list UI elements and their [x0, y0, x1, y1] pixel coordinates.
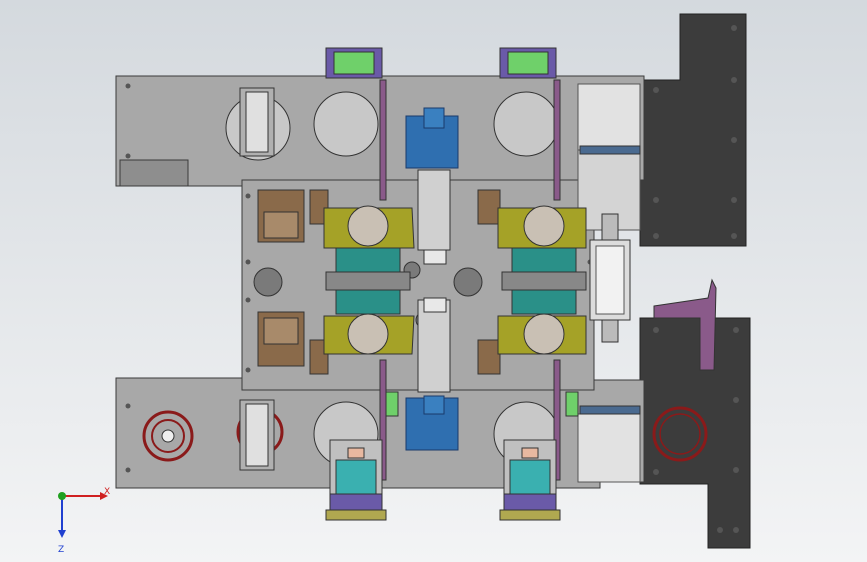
bracket-top — [639, 13, 747, 247]
coordinate-triad: X Z — [58, 487, 110, 555]
top-left-flange — [119, 159, 189, 187]
purple-rails — [379, 79, 561, 481]
hole-center-right — [453, 267, 483, 297]
bracket-bottom — [639, 317, 751, 549]
center-slides — [417, 169, 451, 393]
bottom-sensor-heads — [325, 439, 561, 521]
brown-blocks — [257, 189, 501, 375]
teal-blocks — [325, 247, 587, 315]
hole-left-upper — [253, 267, 283, 297]
x-axis-label: X — [104, 487, 110, 497]
blue-motors — [405, 107, 459, 451]
roller-units — [225, 87, 559, 471]
purple-bracket-arm — [653, 278, 717, 371]
olive-clamp-units — [323, 205, 587, 355]
y-axis-origin — [58, 492, 66, 500]
top-sensor-heads — [325, 47, 557, 79]
z-axis-label: Z — [58, 545, 64, 555]
right-black-bracket — [639, 13, 751, 549]
right-side-panels — [577, 83, 641, 483]
green-cylinders — [385, 391, 579, 417]
right-cylinder — [589, 213, 631, 343]
